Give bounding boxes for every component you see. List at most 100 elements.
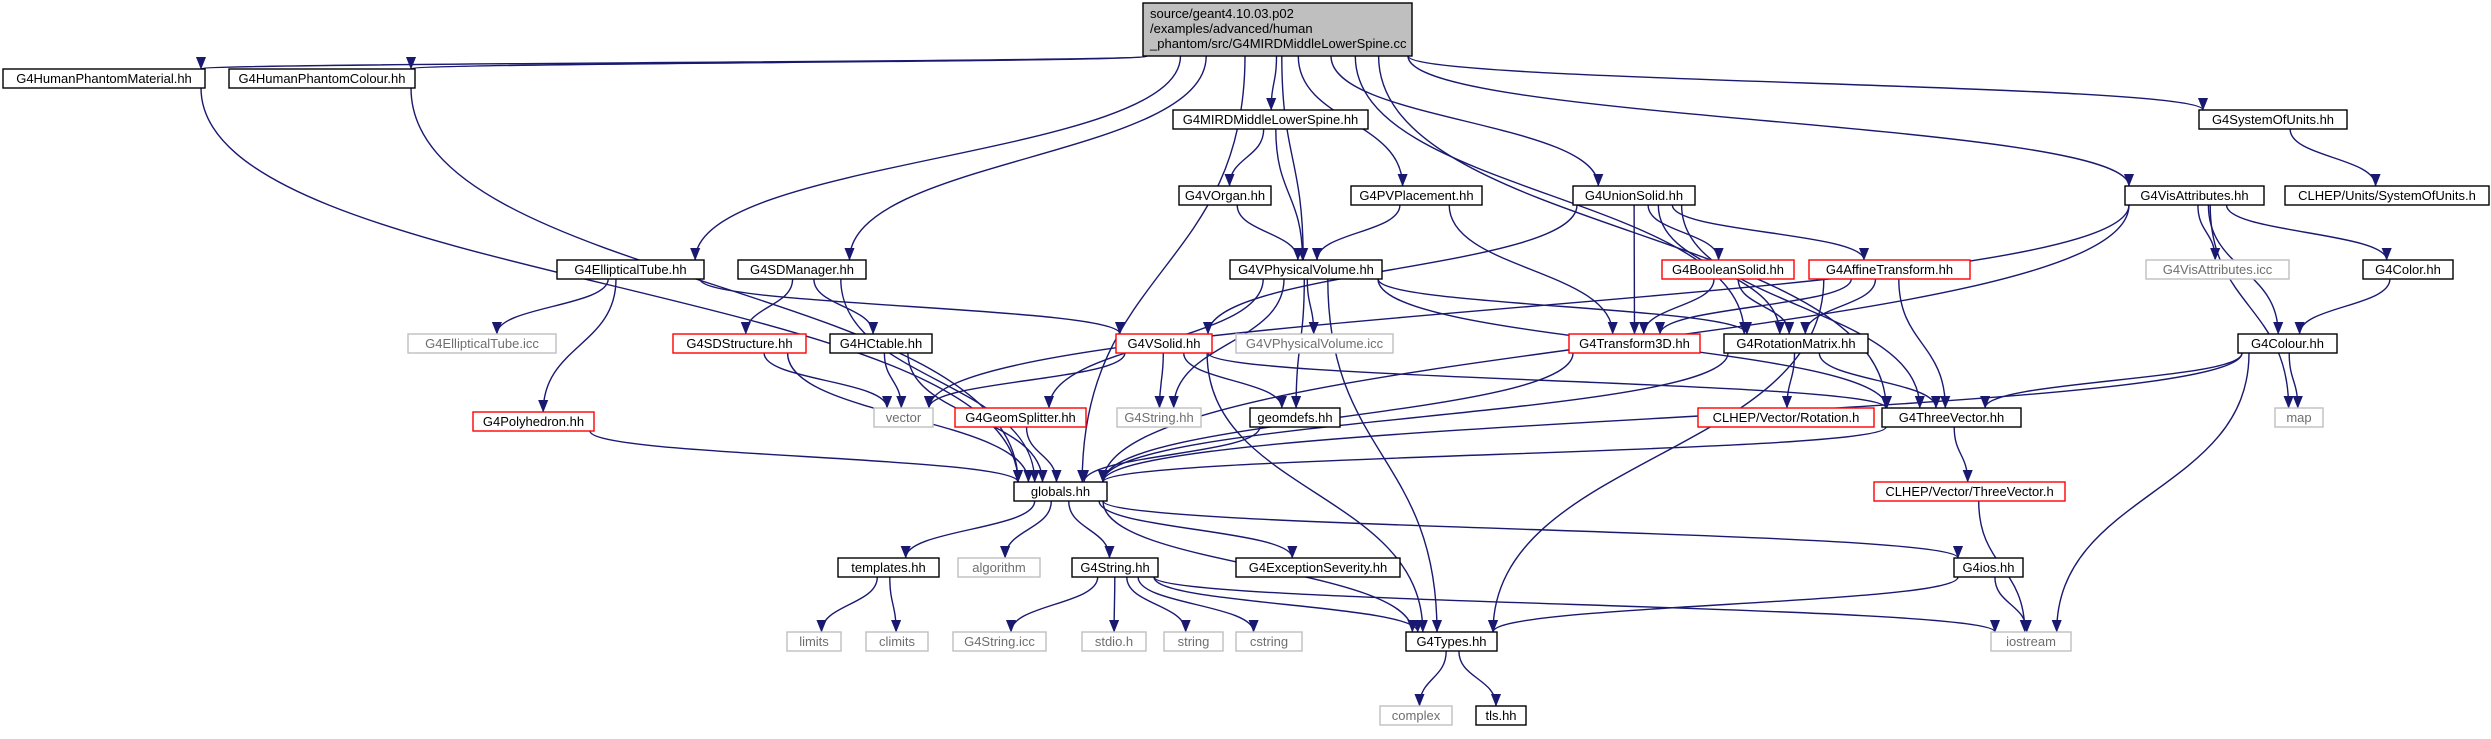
node-label: G4UnionSolid.hh [1585,188,1683,203]
node-g4types-hh[interactable]: G4Types.hh [1405,631,1498,652]
node-g4string-hh[interactable]: G4String.hh [1071,557,1159,578]
node-algorithm[interactable]: algorithm [957,557,1041,578]
node-g4vsolid-hh[interactable]: G4VSolid.hh [1115,333,1213,354]
node-tls-hh[interactable]: tls.hh [1475,705,1527,726]
node-label: templates.hh [851,560,925,575]
node-label: G4AffineTransform.hh [1826,262,1953,277]
node-g4vphysicalvolume-hh[interactable]: G4VPhysicalVolume.hh [1229,259,1383,280]
node-g4colour-hh[interactable]: G4Colour.hh [2237,333,2338,354]
edge-vsolid-to-threevector [1207,352,1891,409]
node-g4ellipticaltube-hh[interactable]: G4EllipticalTube.hh [556,259,705,280]
edge-pvplacement-to-transform3d [1448,204,1618,335]
node-g4ellipticaltube-icc[interactable]: G4EllipticalTube.icc [407,333,557,354]
node-globals-hh[interactable]: globals.hh [1013,481,1108,502]
node-phantom-src-g4mirdmiddlelowerspine-cc[interactable]: source/geant4.10.03.p02/examples/advance… [1142,2,1413,57]
node-box [786,631,842,652]
edge-g4string-to-cstring [1137,576,1259,633]
node-box [1568,333,1701,354]
node-label: vector [886,410,922,425]
node-string[interactable]: string [1163,631,1224,652]
node-g4rotationmatrix-hh[interactable]: G4RotationMatrix.hh [1723,333,1869,354]
node-label: G4PVPlacement.hh [1359,188,1473,203]
edge-material-to-globals [200,87,1023,483]
node-g4unionsolid-hh[interactable]: G4UnionSolid.hh [1572,185,1696,206]
node-g4ios-hh[interactable]: G4ios.hh [1953,557,2024,578]
node-label: limits [799,634,829,649]
node-geomdefs-hh[interactable]: geomdefs.hh [1249,407,1341,428]
node-climits[interactable]: climits [865,631,929,652]
node-label-line: source/geant4.10.03.p02 [1150,6,1294,21]
node-g4humanphantomcolour-hh[interactable]: G4HumanPhantomColour.hh [228,68,416,89]
node-g4visattributes-icc[interactable]: G4VisAttributes.icc [2145,259,2290,280]
node-g4booleansolid-hh[interactable]: G4BooleanSolid.hh [1661,259,1795,280]
node-g4polyhedron-hh[interactable]: G4Polyhedron.hh [472,411,595,432]
node-g4vorgan-hh[interactable]: G4VOrgan.hh [1178,185,1272,206]
edge-root-to-elltube [690,55,1182,261]
node-g4mirdmiddlelowerspine-hh[interactable]: G4MIRDMiddleLowerSpine.hh [1172,109,1369,130]
edge-colour_hp-to-globals [410,87,1024,483]
node-label: G4EllipticalTube.icc [425,336,539,351]
node-g4threevector-hh[interactable]: G4ThreeVector.hh [1881,407,2022,428]
node-g4string-hh[interactable]: G4String.hh [1116,407,1202,428]
node-g4systemofunits-hh[interactable]: G4SystemOfUnits.hh [2198,109,2348,130]
node-vector[interactable]: vector [873,407,934,428]
node-box [2198,109,2348,130]
node-box [1178,185,1272,206]
node-iostream[interactable]: iostream [1990,631,2072,652]
node-g4affinetransform-hh[interactable]: G4AffineTransform.hh [1808,259,1971,280]
node-label: G4VOrgan.hh [1185,188,1265,203]
node-g4humanphantommaterial-hh[interactable]: G4HumanPhantomMaterial.hh [2,68,206,89]
edge-boolsolid-to-rotmatrix [1737,278,1795,335]
node-box [672,333,807,354]
node-box [1697,407,1875,428]
node-g4string-icc[interactable]: G4String.icc [952,631,1047,652]
node-g4pvplacement-hh[interactable]: G4PVPlacement.hh [1350,185,1483,206]
node-stdio-h[interactable]: stdio.h [1081,631,1147,652]
node-clhep-vector-rotation-h[interactable]: CLHEP/Vector/Rotation.h [1697,407,1875,428]
edge-root-to-sysunits [1407,55,2208,111]
node-cstring[interactable]: cstring [1235,631,1303,652]
node-box [228,68,416,89]
edge-g4ios-to-iostream [1994,576,2032,633]
node-box [1116,407,1202,428]
node-complex[interactable]: complex [1379,705,1453,726]
edge-vsolid-to-geomdefs [1183,352,1287,409]
node-box [1163,631,1224,652]
edge-root-to-rotmatrix [1354,55,1750,335]
node-map[interactable]: map [2274,407,2324,428]
node-label: G4HumanPhantomMaterial.hh [16,71,192,86]
edge-root-to-sdmanager [844,55,1207,261]
node-label: string [1178,634,1210,649]
node-g4color-hh[interactable]: G4Color.hh [2362,259,2454,280]
node-g4hctable-hh[interactable]: G4HCtable.hh [829,333,933,354]
edge-hctable-to-vector [883,352,907,409]
edge-colour-to-threevector [1980,352,2243,409]
node-g4geomsplitter-hh[interactable]: G4GeomSplitter.hh [954,407,1087,428]
node-g4sdstructure-hh[interactable]: G4SDStructure.hh [672,333,807,354]
node-g4sdmanager-hh[interactable]: G4SDManager.hh [737,259,867,280]
edge-affine-to-transform3d [1655,278,1852,335]
node-box [2145,259,2290,280]
node-g4visattributes-hh[interactable]: G4VisAttributes.hh [2124,185,2265,206]
node-box [2362,259,2454,280]
node-clhep-units-systemofunits-h[interactable]: CLHEP/Units/SystemOfUnits.h [2284,185,2490,206]
node-clhep-vector-threevector-h[interactable]: CLHEP/Vector/ThreeVector.h [1873,481,2066,502]
node-g4vphysicalvolume-icc[interactable]: G4VPhysicalVolume.icc [1235,333,1394,354]
node-g4exceptionseverity-hh[interactable]: G4ExceptionSeverity.hh [1235,557,1401,578]
edge-vphysvol-to-g4string_a [1168,278,1285,409]
node-box [407,333,557,354]
node-templates-hh[interactable]: templates.hh [837,557,940,578]
node-box [1115,333,1213,354]
node-box [556,259,705,280]
node-label: CLHEP/Vector/ThreeVector.h [1885,484,2053,499]
node-label: G4Transform3D.hh [1579,336,1690,351]
node-label: G4String.icc [964,634,1035,649]
node-box [1881,407,2022,428]
edge-sysunits-to-clhepunits [2289,128,2381,187]
edge-root-to-unionsolid [1330,55,1604,187]
node-box [1572,185,1696,206]
node-limits[interactable]: limits [786,631,842,652]
edge-g4string-to-g4types [1153,576,1423,633]
node-box [1249,407,1341,428]
node-g4transform3d-hh[interactable]: G4Transform3D.hh [1568,333,1701,354]
